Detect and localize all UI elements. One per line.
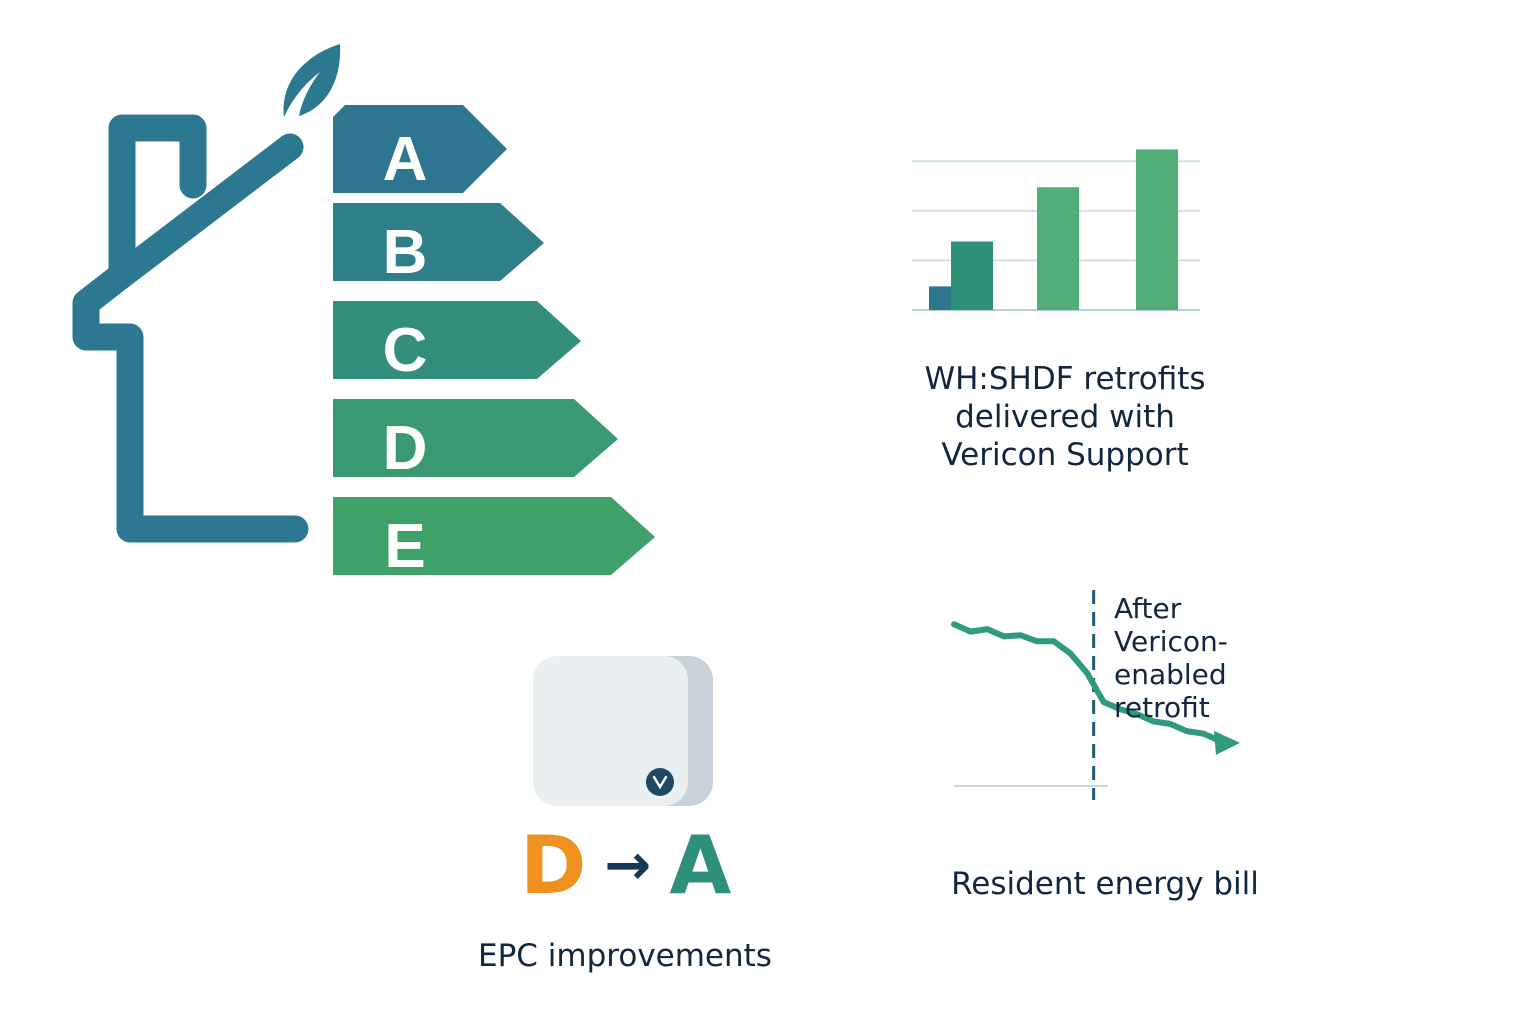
band-arrow-shape	[333, 497, 655, 575]
epc-rating-change: D → A	[520, 818, 732, 912]
band-letter: B	[383, 218, 428, 287]
band-letter: E	[384, 512, 425, 581]
retrofits-caption: WH:SHDF retrofits delivered with Vericon…	[880, 360, 1250, 474]
epc-band-b: B	[333, 203, 544, 287]
bar-retrofits-3	[1136, 149, 1178, 310]
epc-band-d: D	[333, 399, 618, 483]
house-outline-icon	[72, 44, 341, 543]
annotation-line: After	[1114, 592, 1182, 625]
annotation-line: enabled	[1114, 658, 1227, 691]
epc-band-a: A	[333, 105, 507, 194]
caption-line: Vericon Support	[941, 437, 1189, 473]
epc-band-e: E	[333, 497, 655, 581]
band-arrow-shape	[333, 399, 618, 477]
arrow-right-icon: →	[604, 832, 652, 898]
band-letter: A	[383, 125, 428, 194]
band-arrow-shape	[333, 203, 544, 281]
caption-line: delivered with	[955, 399, 1175, 435]
bar-retrofits-2	[1037, 187, 1079, 310]
band-arrow-shape	[333, 105, 507, 193]
to-rating: A	[669, 818, 732, 912]
annotation-line: retrofit	[1114, 691, 1210, 724]
smart-device-icon	[533, 656, 713, 806]
band-letter: C	[383, 316, 428, 385]
from-rating: D	[520, 818, 587, 912]
epc-band-c: C	[333, 301, 581, 385]
energy-bill-line	[951, 621, 1223, 744]
trend-arrowhead-icon	[1214, 730, 1240, 755]
bar-retrofits-1	[951, 241, 993, 310]
caption-line: WH:SHDF retrofits	[924, 361, 1206, 397]
retrofits-bar-chart	[912, 149, 1200, 311]
energy-bill-line-chart	[951, 590, 1240, 800]
band-letter: D	[383, 414, 428, 483]
band-arrow-shape	[333, 301, 581, 379]
annotation-line: Vericon-	[1114, 625, 1228, 658]
energy-bill-caption: Resident energy bill	[951, 866, 1259, 902]
bar-baseline-1	[929, 286, 951, 310]
device-badge-icon	[646, 768, 674, 796]
after-retrofit-annotation: After Vericon- enabled retrofit	[1114, 592, 1228, 724]
epc-caption: EPC improvements	[478, 938, 772, 974]
